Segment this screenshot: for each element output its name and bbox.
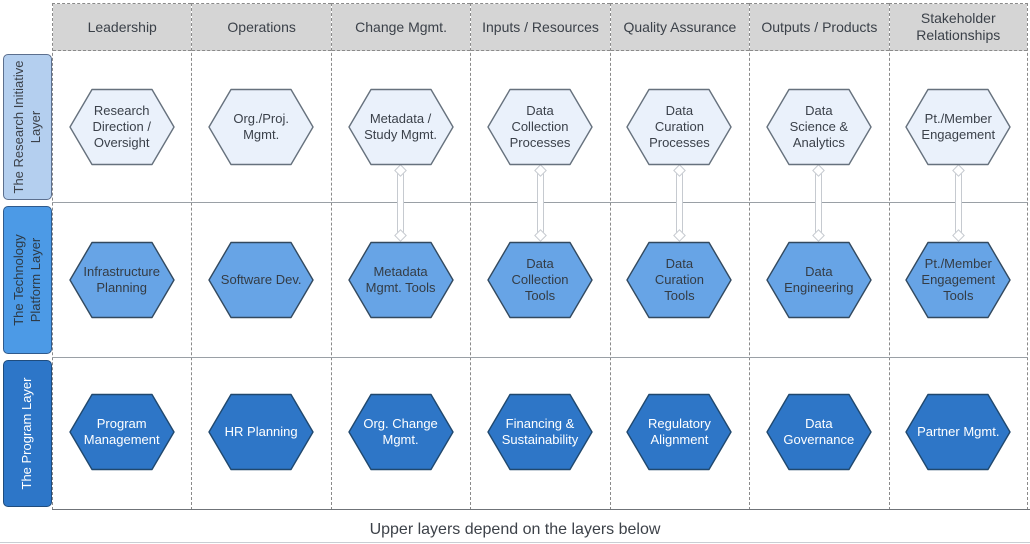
column-header-leadership: Leadership (53, 4, 192, 51)
column-stakeholder-relationships: Stakeholder Relationships (888, 3, 1028, 510)
hexagon-label: Research Direction / Oversight (92, 102, 151, 151)
dependency-connector (536, 170, 544, 235)
column-quality-assurance: Quality Assurance (609, 3, 750, 510)
hexagon-shape (766, 241, 872, 319)
hexagon-shape (905, 393, 1011, 471)
hexagon-label: Financing & Sustainability (501, 415, 579, 447)
hexagon-infrastructure-planning: Infrastructure Planning (69, 241, 175, 319)
layer-sidebar-label: The Research Initiative Layer (11, 60, 43, 194)
hexagon-label: Org. Change Mgmt. (363, 415, 438, 447)
layer-sidebar-label: The Technology Platform Layer (11, 234, 43, 326)
hexagon-data-science-analytics: Data Science & Analytics (766, 88, 872, 166)
column-header-stakeholder-relationships: Stakeholder Relationships (889, 4, 1027, 51)
hexagon-software-dev: Software Dev. (208, 241, 314, 319)
hexagon-label: Org./Proj. Mgmt. (233, 110, 289, 142)
hexagon-financing-sustainability: Financing & Sustainability (487, 393, 593, 471)
hexagon-pt-member-engagement: Pt./Member Engagement (905, 88, 1011, 166)
hexagon-label: Program Management (83, 415, 160, 447)
hexagon-program-management: Program Management (69, 393, 175, 471)
hexagon-partner-mgmt: Partner Mgmt. (905, 393, 1011, 471)
dependency-connector (397, 170, 405, 235)
hexagon-shape (905, 88, 1011, 166)
page-bottom-edge (0, 542, 1030, 543)
hexagon-shape (766, 88, 872, 166)
layer-sidebar-label: The Program Layer (19, 377, 35, 490)
column-outputs-products: Outputs / Products (749, 3, 889, 510)
column-header-outputs-products: Outputs / Products (750, 4, 889, 51)
hexagon-org-proj-mgmt: Org./Proj. Mgmt. (208, 88, 314, 166)
hexagon-shape (69, 241, 175, 319)
diagram-bottom-line (52, 509, 1030, 510)
layer-sidebar-the-program-layer: The Program Layer (3, 360, 52, 507)
hexagon-data-collection-tools: Data Collection Tools (487, 241, 593, 319)
hexagon-label: Data Governance (783, 415, 855, 447)
hexagon-org-change-mgmt: Org. Change Mgmt. (347, 393, 454, 471)
hexagon-data-curation-processes: Data Curation Processes (626, 88, 733, 166)
column-inputs-resources: Inputs / Resources (470, 3, 610, 510)
hexagon-shape (766, 393, 872, 471)
hexagon-shape (487, 88, 593, 166)
column-change-mgmt: Change Mgmt. (330, 3, 471, 510)
hexagon-data-collection-processes: Data Collection Processes (487, 88, 593, 166)
hexagon-label: Data Curation Tools (654, 255, 704, 304)
hexagon-shape (208, 88, 314, 166)
hexagon-shape (626, 88, 733, 166)
hexagon-hr-planning: HR Planning (208, 393, 314, 471)
hexagon-label: Data Collection Processes (509, 102, 571, 151)
column-operations: Operations (191, 3, 331, 510)
dependency-connector (954, 170, 962, 235)
caption: Upper layers depend on the layers below (369, 521, 661, 538)
hexagon-shape (487, 393, 593, 471)
layer-sidebar-the-research-initiative-layer: The Research Initiative Layer (3, 54, 52, 200)
hexagon-shape (626, 241, 733, 319)
hexagon-data-curation-tools: Data Curation Tools (626, 241, 733, 319)
hexagon-metadata-study-mgmt: Metadata / Study Mgmt. (347, 88, 454, 166)
hexagon-label: Data Curation Processes (649, 102, 710, 151)
hexagon-label: Metadata Mgmt. Tools (365, 263, 436, 295)
hexagon-label: Data Collection Tools (511, 255, 569, 304)
hexagon-label: Data Science & Analytics (789, 102, 849, 151)
hexagon-label: Infrastructure Planning (83, 263, 160, 295)
hexagon-label: Software Dev. (220, 271, 302, 287)
hexagon-label: Pt./Member Engagement Tools (921, 255, 996, 304)
layer-sidebar-the-technology-platform-layer: The Technology Platform Layer (3, 206, 52, 354)
hexagon-shape (905, 241, 1011, 319)
hexagon-pt-member-engagement-tools: Pt./Member Engagement Tools (905, 241, 1011, 319)
hexagon-regulatory-alignment: Regulatory Alignment (626, 393, 733, 471)
hexagon-label: Data Engineering (784, 263, 854, 295)
hexagon-shape (208, 393, 314, 471)
hexagon-metadata-mgmt-tools: Metadata Mgmt. Tools (347, 241, 454, 319)
hexagon-label: HR Planning (224, 423, 298, 439)
hexagon-shape (69, 393, 175, 471)
hexagon-label: Regulatory Alignment (647, 415, 711, 447)
column-leadership: Leadership (52, 3, 192, 510)
hexagon-shape (208, 241, 314, 319)
dependency-connector (675, 170, 683, 235)
hexagon-label: Metadata / Study Mgmt. (364, 110, 438, 142)
dependency-connector (815, 170, 823, 235)
column-header-change-mgmt: Change Mgmt. (331, 4, 471, 51)
hexagon-label: Partner Mgmt. (917, 423, 1000, 439)
hexagon-shape (347, 241, 454, 319)
hexagon-shape (69, 88, 175, 166)
column-header-operations: Operations (192, 4, 331, 51)
hexagon-label: Pt./Member Engagement (921, 110, 996, 142)
hexagon-data-engineering: Data Engineering (766, 241, 872, 319)
column-header-quality-assurance: Quality Assurance (610, 4, 750, 51)
hexagon-research-direction-oversight: Research Direction / Oversight (69, 88, 175, 166)
row-separator-line (52, 357, 1028, 358)
hexagon-data-governance: Data Governance (766, 393, 872, 471)
hexagon-shape (347, 393, 454, 471)
hexagon-shape (347, 88, 454, 166)
hexagon-shape (487, 241, 593, 319)
column-header-inputs-resources: Inputs / Resources (471, 4, 610, 51)
hexagon-shape (626, 393, 733, 471)
